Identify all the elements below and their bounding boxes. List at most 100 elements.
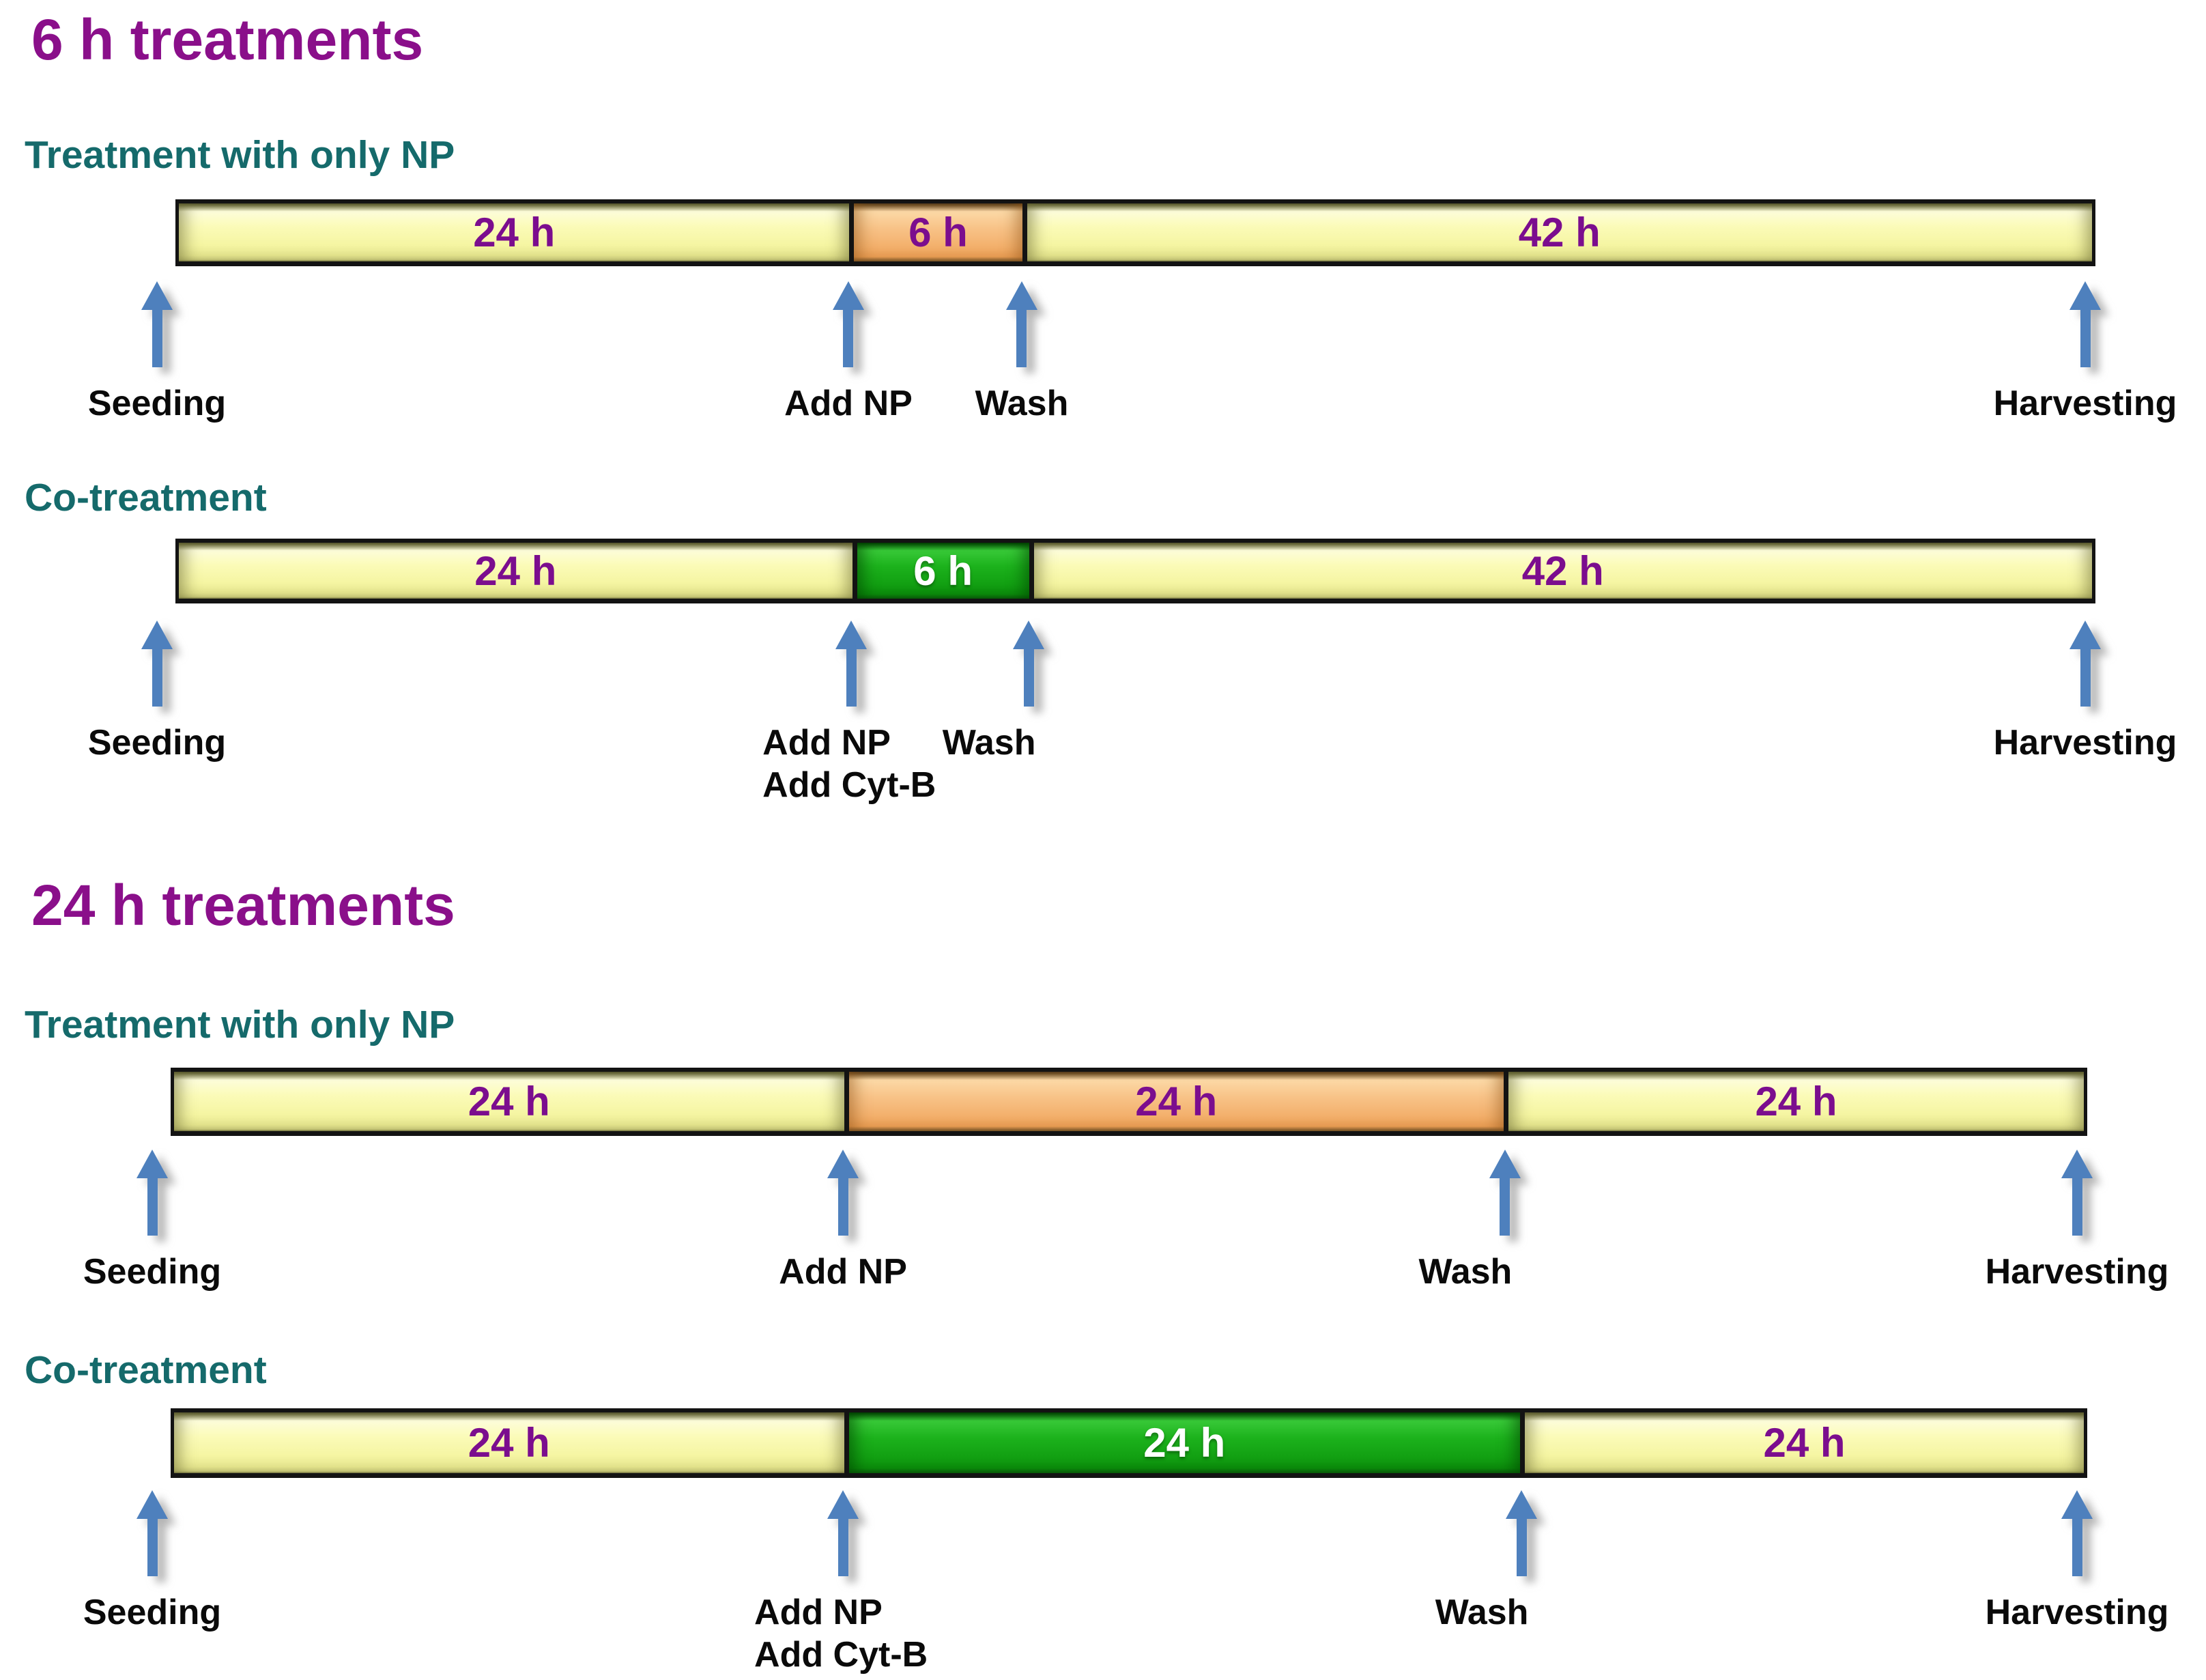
marker-layer: Seeding Add NP Wash Harvesting <box>88 199 2177 486</box>
segment-duration-label: 42 h <box>1518 210 1601 255</box>
arrow-head <box>835 621 868 649</box>
marker-label: Seeding <box>88 722 226 764</box>
timeline-segment-yellow: 24 h <box>174 1072 844 1131</box>
timeline-bar: 24 h 6 h 42 h <box>175 199 2095 266</box>
arrow-head <box>832 281 864 310</box>
marker-label-line: Harvesting <box>1993 384 2177 423</box>
timeline-segment-yellow: 24 h <box>1503 1072 2084 1131</box>
arrow-stem <box>2080 310 2091 367</box>
segment-duration-label: 24 h <box>1143 1420 1226 1466</box>
arrow-stem <box>147 1178 158 1236</box>
arrow-stem <box>2080 649 2091 707</box>
arrow-head <box>141 621 173 649</box>
up-arrow-icon <box>835 621 868 707</box>
up-arrow-icon <box>827 1150 859 1236</box>
up-arrow-icon <box>137 1490 168 1576</box>
up-arrow-icon <box>1005 281 1037 367</box>
marker-label-line: Seeding <box>83 1593 222 1632</box>
up-arrow-icon <box>1013 621 1045 707</box>
segment-duration-label: 6 h <box>908 210 968 255</box>
up-arrow-icon <box>1506 1490 1538 1576</box>
segment-duration-label: 24 h <box>474 547 557 594</box>
arrow-head <box>2061 1490 2093 1519</box>
marker-label-line: Harvesting <box>1985 1593 2169 1632</box>
up-arrow-icon <box>141 621 173 707</box>
marker-label-line: Wash <box>942 723 1036 763</box>
up-arrow-icon <box>141 281 173 367</box>
arrow-head <box>137 1490 168 1519</box>
arrow-head <box>2069 281 2101 310</box>
marker-label-line: Wash <box>1418 1252 1513 1292</box>
marker-label-line: Seeding <box>87 384 227 423</box>
up-arrow-icon <box>2069 621 2101 707</box>
diagram-heading: Treatment with only NP <box>25 1003 455 1047</box>
timeline-segment-yellow: 24 h <box>179 203 850 261</box>
marker-label: Seeding <box>83 1251 221 1293</box>
marker-label-line: Add NP <box>762 723 891 763</box>
marker-label: Add NP <box>784 382 913 425</box>
marker-label: Harvesting <box>1994 382 2177 425</box>
timeline-segment-yellow: 42 h <box>1029 543 2092 599</box>
section-title: 6 h treatments <box>31 8 424 72</box>
up-arrow-icon <box>2061 1490 2093 1576</box>
segment-duration-label: 24 h <box>473 210 556 255</box>
arrow-stem <box>147 1519 158 1576</box>
segment-duration-label: 42 h <box>1521 547 1604 594</box>
marker-label-line: Add Cyt-B <box>754 1635 928 1675</box>
arrow-stem <box>1023 649 1034 707</box>
diagram-heading: Treatment with only NP <box>25 133 455 177</box>
arrow-stem <box>837 1519 848 1576</box>
segment-duration-label: 24 h <box>468 1079 550 1124</box>
diagram-heading: Co-treatment <box>25 1348 267 1392</box>
marker-label-line: Seeding <box>83 1252 222 1292</box>
timeline-segment-yellow: 24 h <box>179 543 853 599</box>
up-arrow-icon <box>2069 281 2101 367</box>
up-arrow-icon <box>832 281 864 367</box>
arrow-stem <box>152 649 162 707</box>
arrow-head <box>827 1150 859 1178</box>
marker-label-line: Wash <box>1435 1593 1529 1632</box>
section-title: 24 h treatments <box>31 873 455 937</box>
up-arrow-icon <box>2061 1150 2093 1236</box>
timeline-segment-green: 6 h <box>852 543 1029 599</box>
timeline-segment-green: 24 h <box>844 1412 1521 1473</box>
timeline-bar: 24 h 6 h 42 h <box>175 539 2095 603</box>
marker-label: Wash <box>1419 1251 1513 1293</box>
marker-label-line: Add NP <box>779 1252 907 1292</box>
marker-layer: Seeding Add NP Wash Harvesting <box>83 1068 2168 1354</box>
arrow-stem <box>1500 1178 1510 1236</box>
arrow-head <box>1489 1150 1521 1178</box>
arrow-stem <box>1016 310 1027 367</box>
segment-duration-label: 6 h <box>913 547 973 594</box>
arrow-head <box>2069 621 2101 649</box>
timeline-segment-orange: 6 h <box>849 203 1022 261</box>
arrow-stem <box>843 310 854 367</box>
marker-label: Wash <box>1435 1591 1529 1634</box>
timeline-segment-orange: 24 h <box>844 1072 1504 1131</box>
arrow-head <box>2061 1150 2093 1178</box>
arrow-head <box>1013 621 1045 649</box>
marker-label-line: Add NP <box>754 1593 883 1632</box>
marker-label: Wash <box>975 382 1069 425</box>
timeline-segment-yellow: 42 h <box>1022 203 2092 261</box>
diagram-heading: Co-treatment <box>25 476 267 519</box>
arrow-stem <box>846 649 857 707</box>
arrow-stem <box>2072 1178 2082 1236</box>
marker-label: Harvesting <box>1986 1251 2169 1293</box>
arrow-head <box>137 1150 168 1178</box>
marker-label-line: Add Cyt-B <box>762 765 936 805</box>
marker-label: Harvesting <box>1994 722 2177 764</box>
marker-label-line: Harvesting <box>1985 1252 2169 1292</box>
timeline-segment-yellow: 24 h <box>1520 1412 2084 1473</box>
marker-label: Seeding <box>83 1591 221 1634</box>
marker-label: Wash <box>943 722 1036 764</box>
up-arrow-icon <box>1489 1150 1521 1236</box>
marker-label: Add NP <box>779 1251 907 1293</box>
marker-label-line: Harvesting <box>1993 723 2177 763</box>
